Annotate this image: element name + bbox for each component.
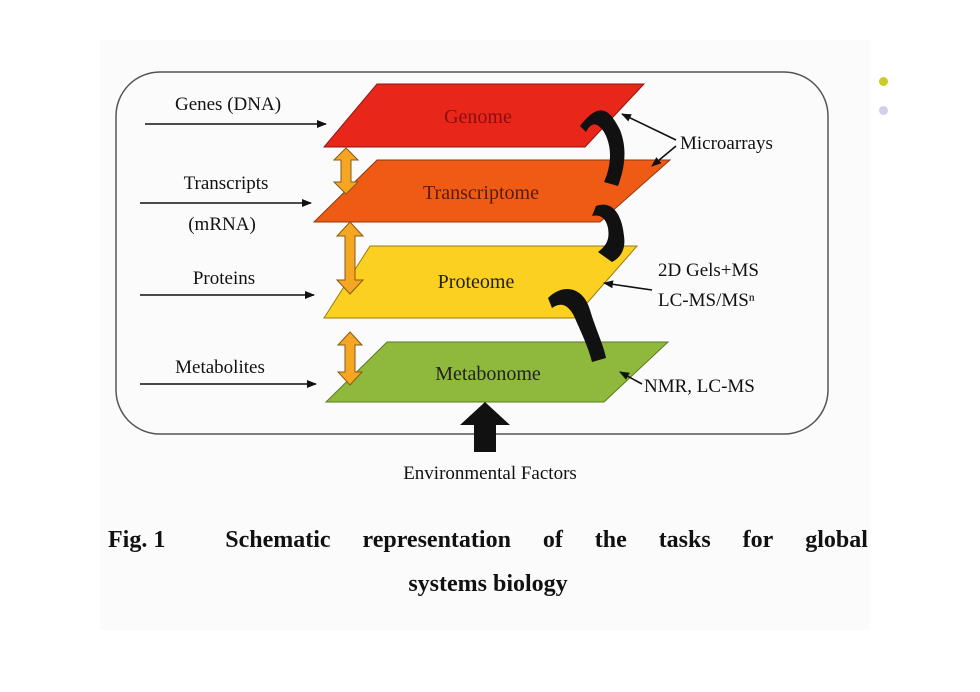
- layer-genome-shape: [322, 83, 646, 148]
- layer-genome-label: Genome: [444, 106, 512, 128]
- diagram-frame: [115, 71, 829, 435]
- interaction-arrows: [332, 147, 365, 386]
- method-gels-label-1: 2D Gels+MS: [658, 260, 759, 281]
- double-arrow-genome-transcriptome: [332, 147, 360, 195]
- caption-line-2: systems biology: [408, 571, 568, 597]
- layer-proteome-label: Proteome: [438, 271, 515, 293]
- input-genes-label: Genes (DNA): [175, 94, 281, 115]
- bullet-dot-1: [879, 77, 888, 86]
- layer-transcriptome: Transcriptome: [312, 159, 672, 223]
- layer-metabonome: Metabonome: [324, 341, 670, 403]
- layer-metabonome-label: Metabonome: [435, 363, 541, 385]
- caption-line-1: Fig. 1 Schematic representation of the t…: [108, 518, 868, 562]
- environmental-factors-label: Environmental Factors: [403, 463, 577, 484]
- microarrays-arrow-upper: [621, 113, 677, 141]
- double-arrow-transcriptome-proteome: [335, 221, 365, 295]
- layer-transcriptome-label: Transcriptome: [423, 182, 539, 204]
- input-transcripts-label-1: Transcripts: [184, 173, 269, 194]
- method-microarrays-label: Microarrays: [680, 133, 773, 154]
- bullet-dot-2: [879, 106, 888, 115]
- caption-word: Schematic: [225, 527, 331, 553]
- twist-connector-2: [592, 204, 625, 262]
- method-gels-label-2: LC-MS/MSⁿ: [658, 290, 755, 311]
- input-transcripts-label-2: (mRNA): [188, 214, 256, 235]
- nmr-arrow: [619, 371, 643, 385]
- caption-fig-label: Fig. 1: [108, 527, 166, 553]
- gels-arrow: [603, 280, 653, 291]
- caption-word: the: [594, 527, 627, 553]
- layer-metabonome-shape: [324, 341, 670, 403]
- microarrays-arrow-lower: [651, 145, 677, 167]
- input-metabolites-label: Metabolites: [175, 357, 265, 378]
- twist-connector-3: [548, 288, 606, 362]
- method-nmr-label: NMR, LC-MS: [644, 376, 755, 397]
- layer-genome: Genome: [322, 83, 646, 148]
- caption-word: of: [542, 527, 563, 553]
- caption-word: representation: [362, 527, 511, 553]
- layer-transcriptome-shape: [312, 159, 672, 223]
- double-arrow-proteome-metabonome: [336, 331, 364, 386]
- caption-word: global: [805, 527, 868, 553]
- caption-word: for: [742, 527, 774, 553]
- input-proteins-label: Proteins: [193, 268, 255, 289]
- environmental-factors-arrow: [460, 402, 510, 452]
- caption-word: tasks: [658, 527, 711, 553]
- twist-connector-1: [580, 110, 625, 186]
- figure-caption: Fig. 1 Schematic representation of the t…: [108, 518, 868, 606]
